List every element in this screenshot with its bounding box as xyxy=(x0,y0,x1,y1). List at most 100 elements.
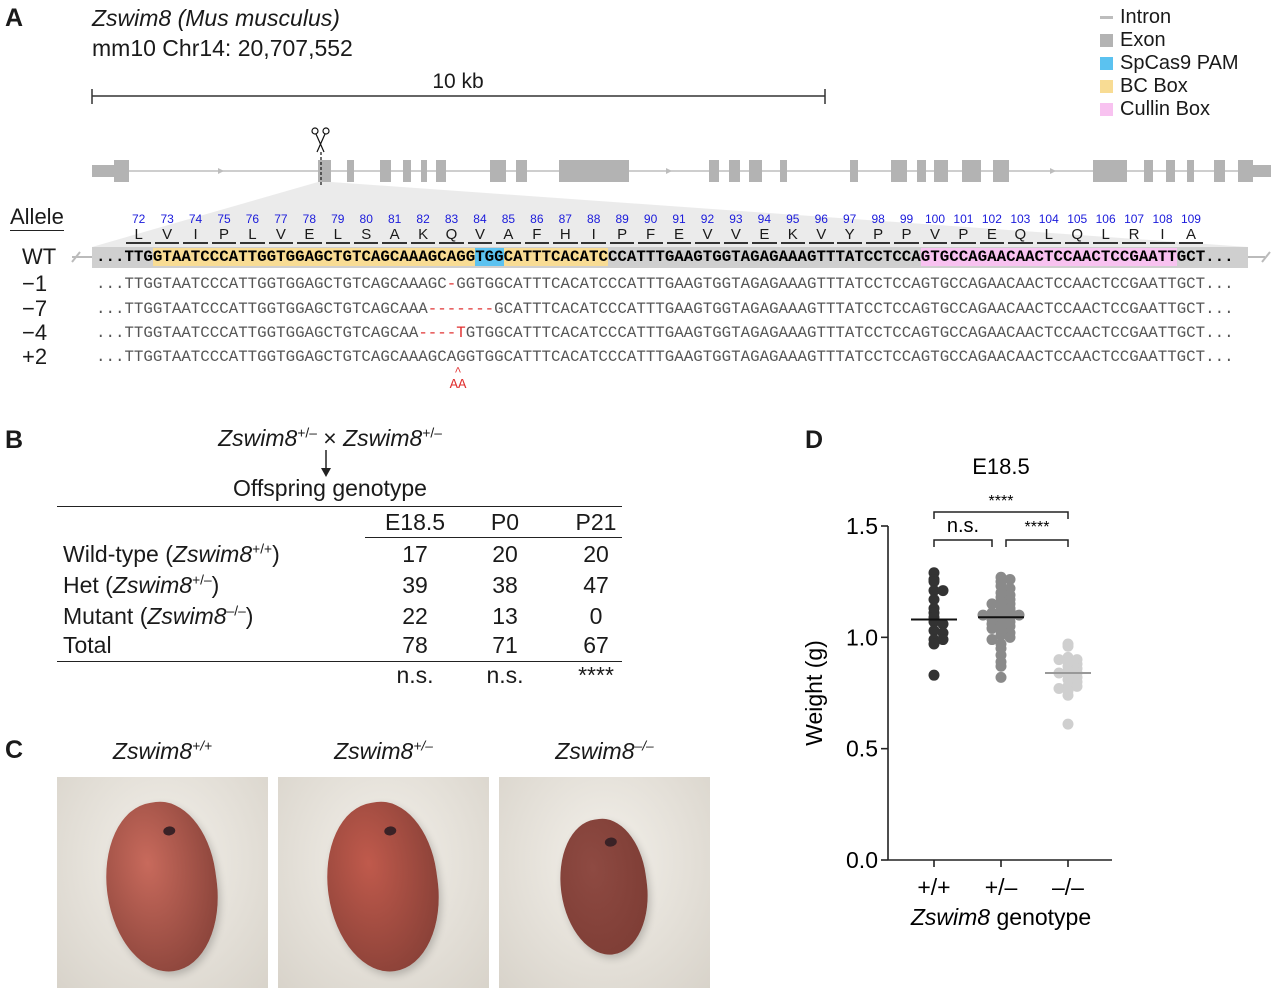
data-point xyxy=(928,638,940,650)
amino-acid: A xyxy=(1178,227,1204,244)
exon xyxy=(436,160,446,182)
table-cell: 38 xyxy=(492,572,518,598)
photo-label: Zswim8+/+ xyxy=(57,738,268,765)
codon-number: 90 xyxy=(643,212,658,226)
sequence-segment-cullin: GTGCCAGAACAACTCCAACTCCGAATT xyxy=(920,248,1177,266)
amino-acid: K xyxy=(410,227,436,244)
gene-name: Zswim8 xyxy=(334,738,414,764)
data-point xyxy=(937,634,949,646)
significance-bracket xyxy=(933,511,1069,519)
y-axis-label: Weight (g) xyxy=(801,640,827,746)
allele-label: +2 xyxy=(22,344,48,369)
amino-acid: V xyxy=(268,227,294,244)
embryo-eye xyxy=(604,837,618,848)
y-tick-label: 1.0 xyxy=(846,624,878,650)
exon xyxy=(421,160,427,182)
exon xyxy=(114,160,129,182)
exon xyxy=(749,160,762,182)
sequence-segment-plain: GCATTTCACATCCCATTTGAAGTGGTAGAGAAAGTTTATC… xyxy=(494,300,1234,318)
gene-name: Zswim8 xyxy=(172,541,253,567)
scale-bar xyxy=(91,89,826,104)
embryo-photo xyxy=(57,777,268,988)
codon-number: 85 xyxy=(501,212,516,226)
exon xyxy=(347,160,354,182)
sequence-segment-plain: ...TTGGTAATCCCATTGGTGGAGCTGTCAGCAAAGC xyxy=(96,275,447,293)
exon xyxy=(993,160,1009,182)
data-point xyxy=(928,593,940,605)
gene-name: Zswim8 xyxy=(218,425,298,451)
codon-number: 95 xyxy=(786,212,800,226)
allele-label: −1 xyxy=(22,271,48,296)
allele-label: WT xyxy=(22,244,57,269)
data-point xyxy=(1004,573,1016,585)
amino-acid: I xyxy=(1150,227,1175,244)
exon xyxy=(709,160,719,182)
codon-number: 80 xyxy=(359,212,373,226)
amino-acid: L xyxy=(325,227,351,244)
exon xyxy=(380,160,391,182)
codon-number: 82 xyxy=(416,212,430,226)
amino-acid: I xyxy=(183,227,208,244)
insertion-caret: ^ xyxy=(454,365,462,379)
amino-acid: V xyxy=(695,227,720,244)
data-point xyxy=(986,634,998,646)
codon-number: 92 xyxy=(700,212,715,226)
direction-arrows xyxy=(218,168,1056,174)
table-header-rule xyxy=(365,537,622,538)
significance-label: n.s. xyxy=(396,662,434,688)
table-row-label: Wild-type (Zswim8+/+) xyxy=(63,541,280,568)
allele-sequence: ...TTGGTAATCCCATTGGTGGAGCTGTCAGCAA----TG… xyxy=(96,324,1234,342)
genotype-sup: +/– xyxy=(192,572,212,588)
allele-sequence: ...TTGGTAATCCCATTGGTGGAGCTGTCAGCAAAGCAGG… xyxy=(96,348,1234,366)
amino-acid: K xyxy=(780,227,806,244)
legend-swatch-icon xyxy=(1100,56,1113,70)
embryo-image xyxy=(552,813,656,961)
gene-name: Zswim8 xyxy=(147,603,227,629)
sequence-segment-plain: CCATTTGAAGTGGTAGAGAAAGTTTATCCTCCA xyxy=(607,248,921,266)
table-cell: 39 xyxy=(402,572,428,598)
allele-label: −7 xyxy=(22,296,48,321)
x-axis-label: Zswim8 genotype xyxy=(910,904,1091,930)
codon-number: 93 xyxy=(729,212,743,226)
amino-acid: Y xyxy=(837,227,862,244)
exon xyxy=(559,160,629,182)
data-point xyxy=(995,671,1007,683)
amino-acid: E xyxy=(666,227,692,244)
codon-number: 106 xyxy=(1095,212,1116,226)
y-tick-label: 1.5 xyxy=(846,513,878,539)
exon xyxy=(516,160,527,182)
significance-label: n.s. xyxy=(947,515,979,537)
sequence-segment-del: T xyxy=(456,324,466,342)
table-row-label: Het (Zswim8+/–) xyxy=(63,572,219,599)
exon xyxy=(1093,160,1127,182)
amino-acid: V xyxy=(809,227,834,244)
codon-number: 102 xyxy=(981,212,1002,226)
amino-acid: F xyxy=(524,227,550,244)
table-cell: 20 xyxy=(492,541,518,567)
amino-acid: P xyxy=(951,227,976,244)
data-point xyxy=(937,618,949,630)
photo-label: Zswim8+/– xyxy=(278,738,489,765)
amino-acid: V xyxy=(467,227,493,244)
column-header: P0 xyxy=(490,509,520,535)
exon xyxy=(92,165,114,177)
table-cell: 47 xyxy=(583,572,609,598)
codon-number: 108 xyxy=(1152,212,1173,226)
exons xyxy=(92,160,1271,182)
codon-number: 84 xyxy=(473,212,487,226)
codon-number: 105 xyxy=(1067,212,1088,226)
codon-number: 78 xyxy=(302,212,316,226)
amino-acid: A xyxy=(496,227,521,244)
